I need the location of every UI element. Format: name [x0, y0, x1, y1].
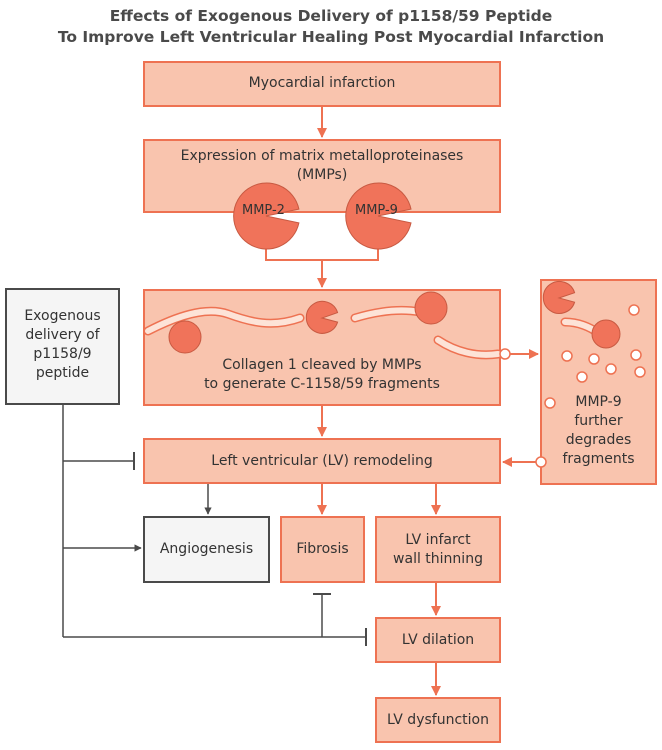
fibrosis-box	[280, 516, 365, 583]
fragment-dot	[634, 366, 646, 378]
lv-dilation-box	[375, 617, 501, 663]
mmp9-degrades-label-line-2: further	[574, 413, 623, 429]
collagen-enzyme-3	[414, 291, 448, 325]
lv-dysfunction-box	[375, 697, 501, 743]
fragment-dot	[588, 353, 600, 365]
exogenous-label-line-4: peptide	[35, 365, 90, 381]
mmp9-label: MMP-9	[355, 203, 398, 218]
mmp-expression-box	[143, 139, 501, 213]
exogenous-label-line-1: Exogenous	[24, 308, 101, 324]
mmp2-enzyme	[233, 182, 300, 250]
mi-label: Myocardial infarction	[248, 75, 396, 91]
mmp-expression-label-line-2: (MMPs)	[296, 167, 348, 183]
collagen-label-line-2: to generate C-1158/59 fragments	[204, 376, 440, 392]
fragment-dot	[561, 350, 573, 362]
exogenous-label-line-2: delivery of	[25, 327, 100, 343]
mmp9-degrades-label-line-1: MMP-9	[575, 394, 622, 410]
wall-thinning-label-line-2: wall thinning	[393, 551, 483, 567]
collagen-strand-1-inner	[145, 308, 303, 334]
mmp9-degrades-label-line-3: degrades	[565, 432, 632, 448]
fragment-dot	[576, 371, 588, 383]
lv-dysfunction-label: LV dysfunction	[387, 712, 489, 728]
degrade-enzyme-2	[591, 319, 621, 349]
exogenous-label-line-3: p1158/9	[33, 346, 92, 362]
fragment-dot	[630, 349, 642, 361]
mmp-expression-label-line-1: Expression of matrix metalloproteinases	[180, 148, 464, 164]
collagen-strand-3-inner	[435, 337, 501, 358]
angiogenesis-label: Angiogenesis	[159, 541, 254, 557]
degrade-enzyme-1	[542, 280, 576, 314]
collagen-label-line-1: Collagen 1 cleaved by MMPs	[222, 357, 422, 373]
diagram-title-line-2: To Improve Left Ventricular Healing Post…	[57, 28, 605, 46]
fragment-dot	[628, 304, 640, 316]
diagram-title-line-1: Effects of Exogenous Delivery of p1158/5…	[109, 7, 553, 25]
lv-remodeling-box	[143, 438, 501, 484]
myocardial-infarction-box	[143, 61, 501, 107]
mmp2-label: MMP-2	[242, 203, 285, 218]
angiogenesis-box	[143, 516, 270, 583]
collagen-enzyme-2	[305, 300, 339, 334]
exogenous-delivery-box	[5, 288, 120, 405]
fragment-dot-collagen	[499, 348, 511, 360]
fragment-dot-remodeling	[535, 456, 547, 468]
fibrosis-label: Fibrosis	[296, 541, 349, 557]
wall-thinning-label-line-1: LV infarct	[405, 532, 471, 548]
lv-dilation-label: LV dilation	[401, 632, 475, 648]
mmp9-degrades-label-line-4: fragments	[562, 451, 635, 467]
fragment-dot	[544, 397, 556, 409]
wall-thinning-box	[375, 516, 501, 583]
collagen-strand-2-inner	[352, 307, 423, 321]
collagen-enzyme-1	[168, 320, 202, 354]
fragment-dot	[605, 363, 617, 375]
mmp9-enzyme	[345, 182, 412, 250]
lv-remodeling-label: Left ventricular (LV) remodeling	[211, 453, 433, 469]
